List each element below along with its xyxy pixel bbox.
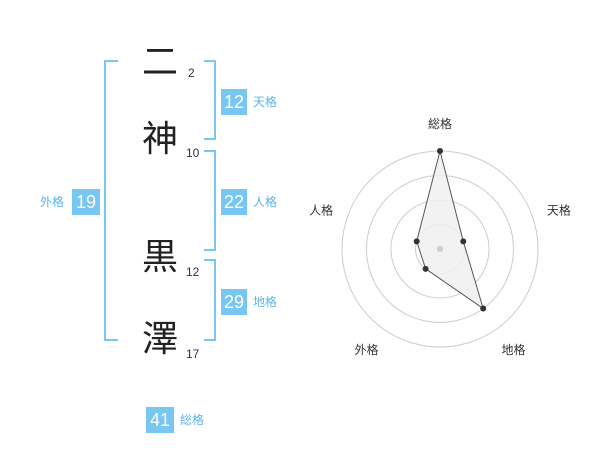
heaven-fortune-label: 天格 bbox=[253, 95, 278, 109]
earth-fortune-badge: 29 bbox=[221, 289, 247, 315]
earth-fortune-label: 地格 bbox=[253, 295, 278, 309]
axis-label-heaven: 天格 bbox=[547, 202, 571, 217]
axis-label-person: 人格 bbox=[309, 202, 333, 217]
earth-bracket bbox=[204, 259, 216, 341]
radar-data-point bbox=[422, 265, 429, 272]
outer-fortune-label: 外格 bbox=[40, 195, 65, 209]
name-char-4: 澤 bbox=[141, 319, 178, 360]
outer-bracket bbox=[104, 60, 118, 341]
total-fortune-badge: 41 bbox=[146, 407, 174, 433]
name-char-1: 二 bbox=[141, 42, 178, 83]
radar-center-dot bbox=[437, 246, 443, 252]
radar-data-point bbox=[460, 238, 467, 245]
stroke-count-3: 12 bbox=[186, 265, 200, 279]
axis-label-earth: 地格 bbox=[501, 342, 525, 357]
total-fortune-label: 総格 bbox=[180, 413, 205, 427]
radar-series-polygon bbox=[416, 150, 485, 310]
person-fortune-label: 人格 bbox=[253, 195, 278, 209]
axis-label-total: 総格 bbox=[428, 116, 452, 131]
stroke-count-4: 17 bbox=[186, 347, 200, 361]
stroke-count-1: 2 bbox=[188, 66, 195, 80]
person-fortune-badge: 22 bbox=[221, 189, 247, 215]
heaven-bracket bbox=[204, 60, 216, 140]
name-char-2: 神 bbox=[141, 119, 178, 160]
radar-data-point bbox=[437, 148, 443, 154]
person-bracket bbox=[204, 150, 216, 251]
radar-data-point bbox=[413, 238, 420, 245]
name-char-3: 黒 bbox=[141, 237, 178, 278]
heaven-fortune-badge: 12 bbox=[221, 89, 247, 115]
axis-label-outer: 外格 bbox=[355, 342, 379, 357]
outer-fortune-badge: 19 bbox=[72, 189, 100, 215]
stroke-count-2: 10 bbox=[186, 146, 200, 160]
radar-data-point bbox=[480, 305, 487, 312]
